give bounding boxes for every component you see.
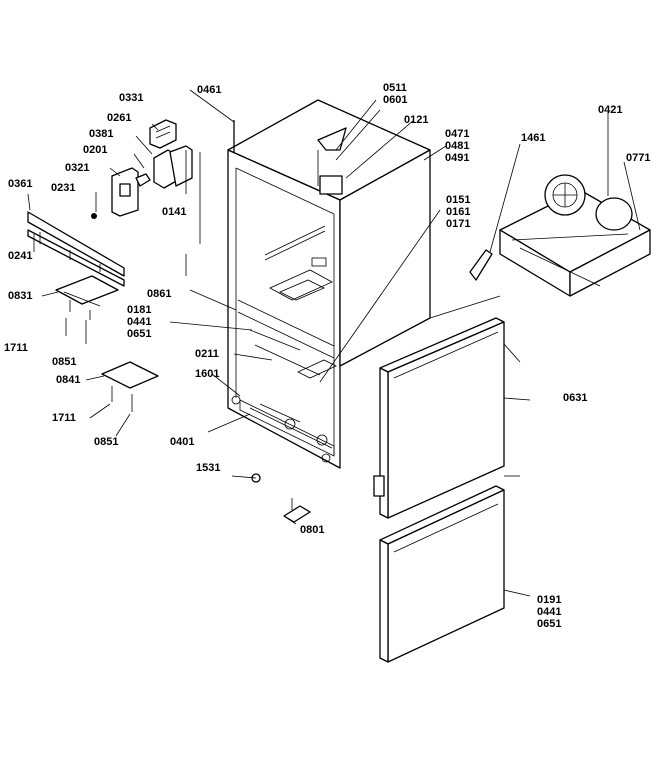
callout-0321: 0321 <box>65 162 90 174</box>
callout-0401: 0401 <box>170 436 195 448</box>
callout-0211: 0211 <box>195 348 219 360</box>
callout-0171: 0171 <box>446 218 471 230</box>
cabinet <box>227 99 431 469</box>
callout-0231: 0231 <box>51 182 76 194</box>
callout-0181-group: 0181 0441 0651 <box>127 304 151 340</box>
callout-0331: 0331 <box>119 92 144 104</box>
callout-1601: 1601 <box>195 368 220 380</box>
callout-0261: 0261 <box>107 112 132 124</box>
callout-0491: 0491 <box>445 152 470 164</box>
callout-0191: 0191 <box>537 594 562 606</box>
callout-0831: 0831 <box>8 290 33 302</box>
callout-0381: 0381 <box>89 128 114 140</box>
callout-0511-0601: 0511 0601 <box>383 82 407 106</box>
callout-0461: 0461 <box>197 84 222 96</box>
callout-0151-group: 0151 0161 0171 <box>446 194 470 230</box>
callout-0771: 0771 <box>626 152 651 164</box>
callout-0141: 0141 <box>162 206 187 218</box>
callout-1711-upper: 1711 <box>4 342 28 354</box>
callout-0161: 0161 <box>446 206 471 218</box>
callout-0801: 0801 <box>300 524 325 536</box>
callout-0151: 0151 <box>446 194 471 206</box>
freezer-drawer <box>379 485 505 663</box>
callout-0471: 0471 <box>445 128 470 140</box>
callout-1711-lower: 1711 <box>52 412 76 424</box>
callout-0601: 0601 <box>383 94 408 106</box>
callout-0441-lower: 0441 <box>537 606 562 618</box>
callout-0651-upper: 0651 <box>127 328 152 340</box>
leader-lines <box>27 89 641 597</box>
callout-0851-lower: 0851 <box>94 436 119 448</box>
callout-0121: 0121 <box>404 114 429 126</box>
callout-0851-upper: 0851 <box>52 356 77 368</box>
callout-0191-group: 0191 0441 0651 <box>537 594 561 630</box>
callout-0471-group: 0471 0481 0491 <box>445 128 469 164</box>
compressor-assembly <box>469 170 651 297</box>
callout-0201: 0201 <box>83 144 108 156</box>
control-parts <box>91 119 193 219</box>
callout-0511: 0511 <box>383 82 407 94</box>
callout-0631: 0631 <box>563 392 588 404</box>
callout-0361: 0361 <box>8 178 33 190</box>
fresh-food-door <box>373 317 505 519</box>
callout-0481: 0481 <box>445 140 470 152</box>
callout-0181: 0181 <box>127 304 152 316</box>
callout-0241: 0241 <box>8 250 33 262</box>
callout-0421: 0421 <box>598 104 623 116</box>
callout-0651-lower: 0651 <box>537 618 562 630</box>
callout-0841: 0841 <box>56 374 81 386</box>
callout-0441-upper: 0441 <box>127 316 152 328</box>
hinge-rail-parts <box>27 211 159 412</box>
callout-0861: 0861 <box>147 288 172 300</box>
callout-1461: 1461 <box>521 132 546 144</box>
callout-1531: 1531 <box>196 462 221 474</box>
